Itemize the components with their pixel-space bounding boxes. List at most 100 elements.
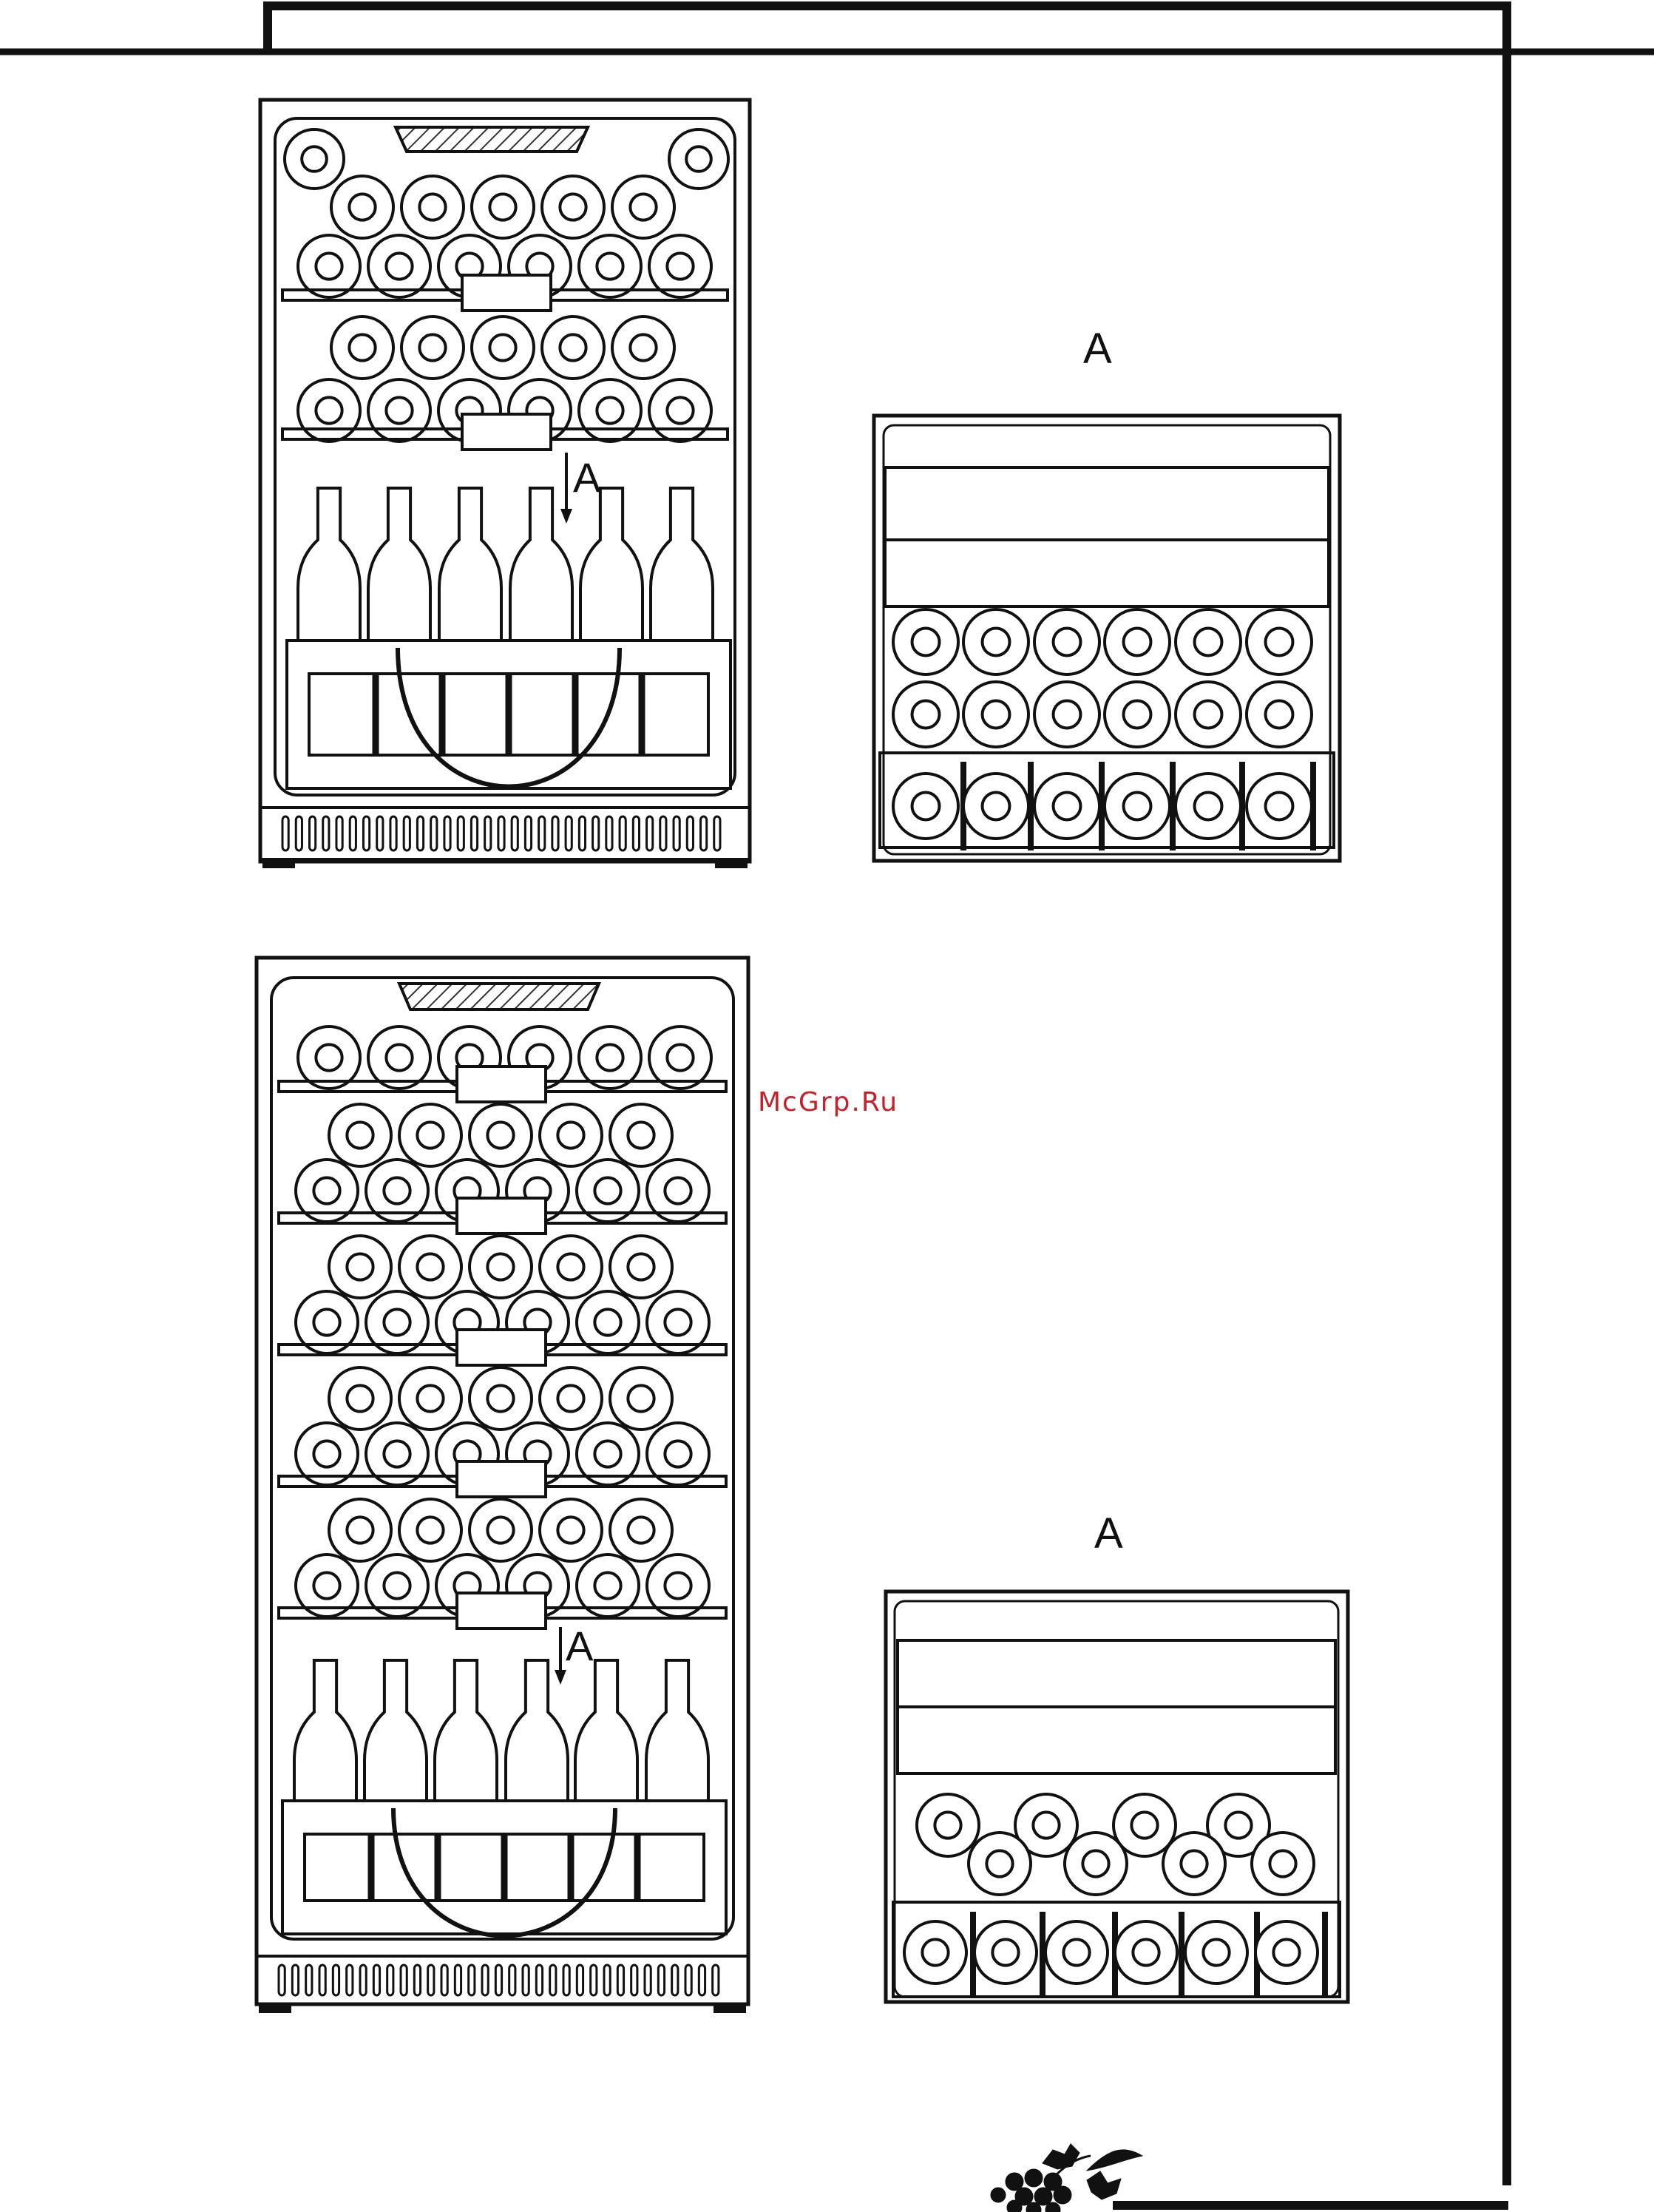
bottle-end-neck [665,1177,691,1203]
upper-shelf-panel [885,540,1329,606]
bottle-end-neck [417,1122,443,1148]
bottle-end [399,1499,461,1561]
bottle-end [649,1026,711,1089]
vent-slot [414,1965,420,1995]
vent-slot [404,816,410,850]
bottle-end [1105,682,1170,747]
bottle-end-neck [386,397,412,423]
bottle-end-neck [557,1517,583,1543]
vent-slot [360,1965,366,1995]
bottle-end [917,1794,979,1856]
vent-slot [306,1965,312,1995]
bottle-end-neck [1266,793,1293,820]
bottle-end [1176,609,1241,674]
bottle-end-neck [983,629,1010,656]
bottle-end-neck [417,1385,443,1411]
bottle-end [610,1236,672,1298]
bottle-end [542,317,604,379]
bottle-end [1045,1921,1108,1983]
bottle-end [401,176,464,238]
vent-slot [390,816,396,850]
bottle-end-neck [384,1177,410,1203]
vent-slot [347,1965,353,1995]
bottle-end-neck [347,1385,373,1411]
bottle-end-neck [487,1385,513,1411]
bottle-end-neck [912,793,940,820]
bottle-end-neck [597,397,623,423]
vent-slot [387,1965,393,1995]
vent-slot [523,1965,529,1995]
bottle-end [399,1367,461,1430]
bottle-end [331,176,393,238]
bottle-end-neck [316,397,342,423]
bottle-end-neck [487,1517,513,1543]
bottle-end-neck [384,1572,410,1598]
bottle-end-neck [922,1939,948,1965]
bottle-end [470,1104,532,1166]
bottle-end-neck [489,194,515,220]
upper-shelf-panel [898,1707,1335,1773]
bottle-end-neck [1266,701,1293,728]
bottle-end-neck [302,146,327,172]
vent-slot [279,1965,285,1995]
bottle-end [904,1921,966,1983]
vent-slot [658,1965,664,1995]
upright-bottle [646,1660,708,1816]
bottle-end-neck [1054,701,1081,728]
bottle-end [1247,682,1312,747]
bottle-end-neck [665,1572,691,1598]
vent-slot [550,1965,556,1995]
bottle-end-neck [594,1441,620,1467]
upright-bottle [435,1660,497,1816]
bottle-end [298,1026,360,1089]
kick-plate-grille [257,1956,748,2012]
bottle-end-neck [667,1044,693,1070]
bottle-end [540,1499,602,1561]
bottle-end-neck [912,629,940,656]
vent-slot [660,816,666,850]
small-cabinet-diagram [260,100,750,867]
bottle-end [963,682,1028,747]
vent-slot [482,1965,488,1995]
vent-slot [319,1965,325,1995]
bottle-end [1247,609,1312,674]
vent-slot [713,1965,719,1995]
vent-slot [699,1965,705,1995]
bottle-end-neck [347,1122,373,1148]
shelf-front-tab [457,1461,546,1497]
bottle-end-neck [349,194,375,220]
bottle-end-neck [935,1812,960,1838]
shelf-detail-a-bottom [886,1592,1348,2002]
bottle-end-neck [1225,1812,1251,1838]
vent-slot [687,816,693,850]
bottle-end [610,1499,672,1561]
bottle-end [329,1104,391,1166]
shelf-front-tab [457,1198,546,1234]
bottle-end-neck [630,194,656,220]
bottle-end-neck [1124,629,1151,656]
bottle-end-neck [628,1254,654,1279]
bottle-end [893,682,958,747]
vent-slot [401,1965,407,1995]
bottle-end [368,1026,430,1089]
upper-shelf-panel [898,1640,1335,1707]
vent-slot [431,816,437,850]
bottle-end [1034,682,1099,747]
bottle-end [1034,774,1099,839]
vent-slot [631,1965,637,1995]
bottle-end-neck [992,1939,1018,1965]
detail-label-bottom: A [1094,1509,1123,1558]
bottle-end-neck [1063,1939,1089,1965]
upper-shelf-panel [885,467,1329,540]
vent-slot [536,1965,542,1995]
bottle-end-neck [983,701,1010,728]
bottle-end [401,317,464,379]
bottle-end [331,317,393,379]
shelf-detail-a-top [874,416,1340,861]
vent-slot [539,816,545,850]
vent-slot [495,1965,501,1995]
vent-slot [471,816,477,850]
vent-slot [645,1965,651,1995]
bottle-end-neck [1131,1812,1157,1838]
vent-slot [282,816,288,850]
